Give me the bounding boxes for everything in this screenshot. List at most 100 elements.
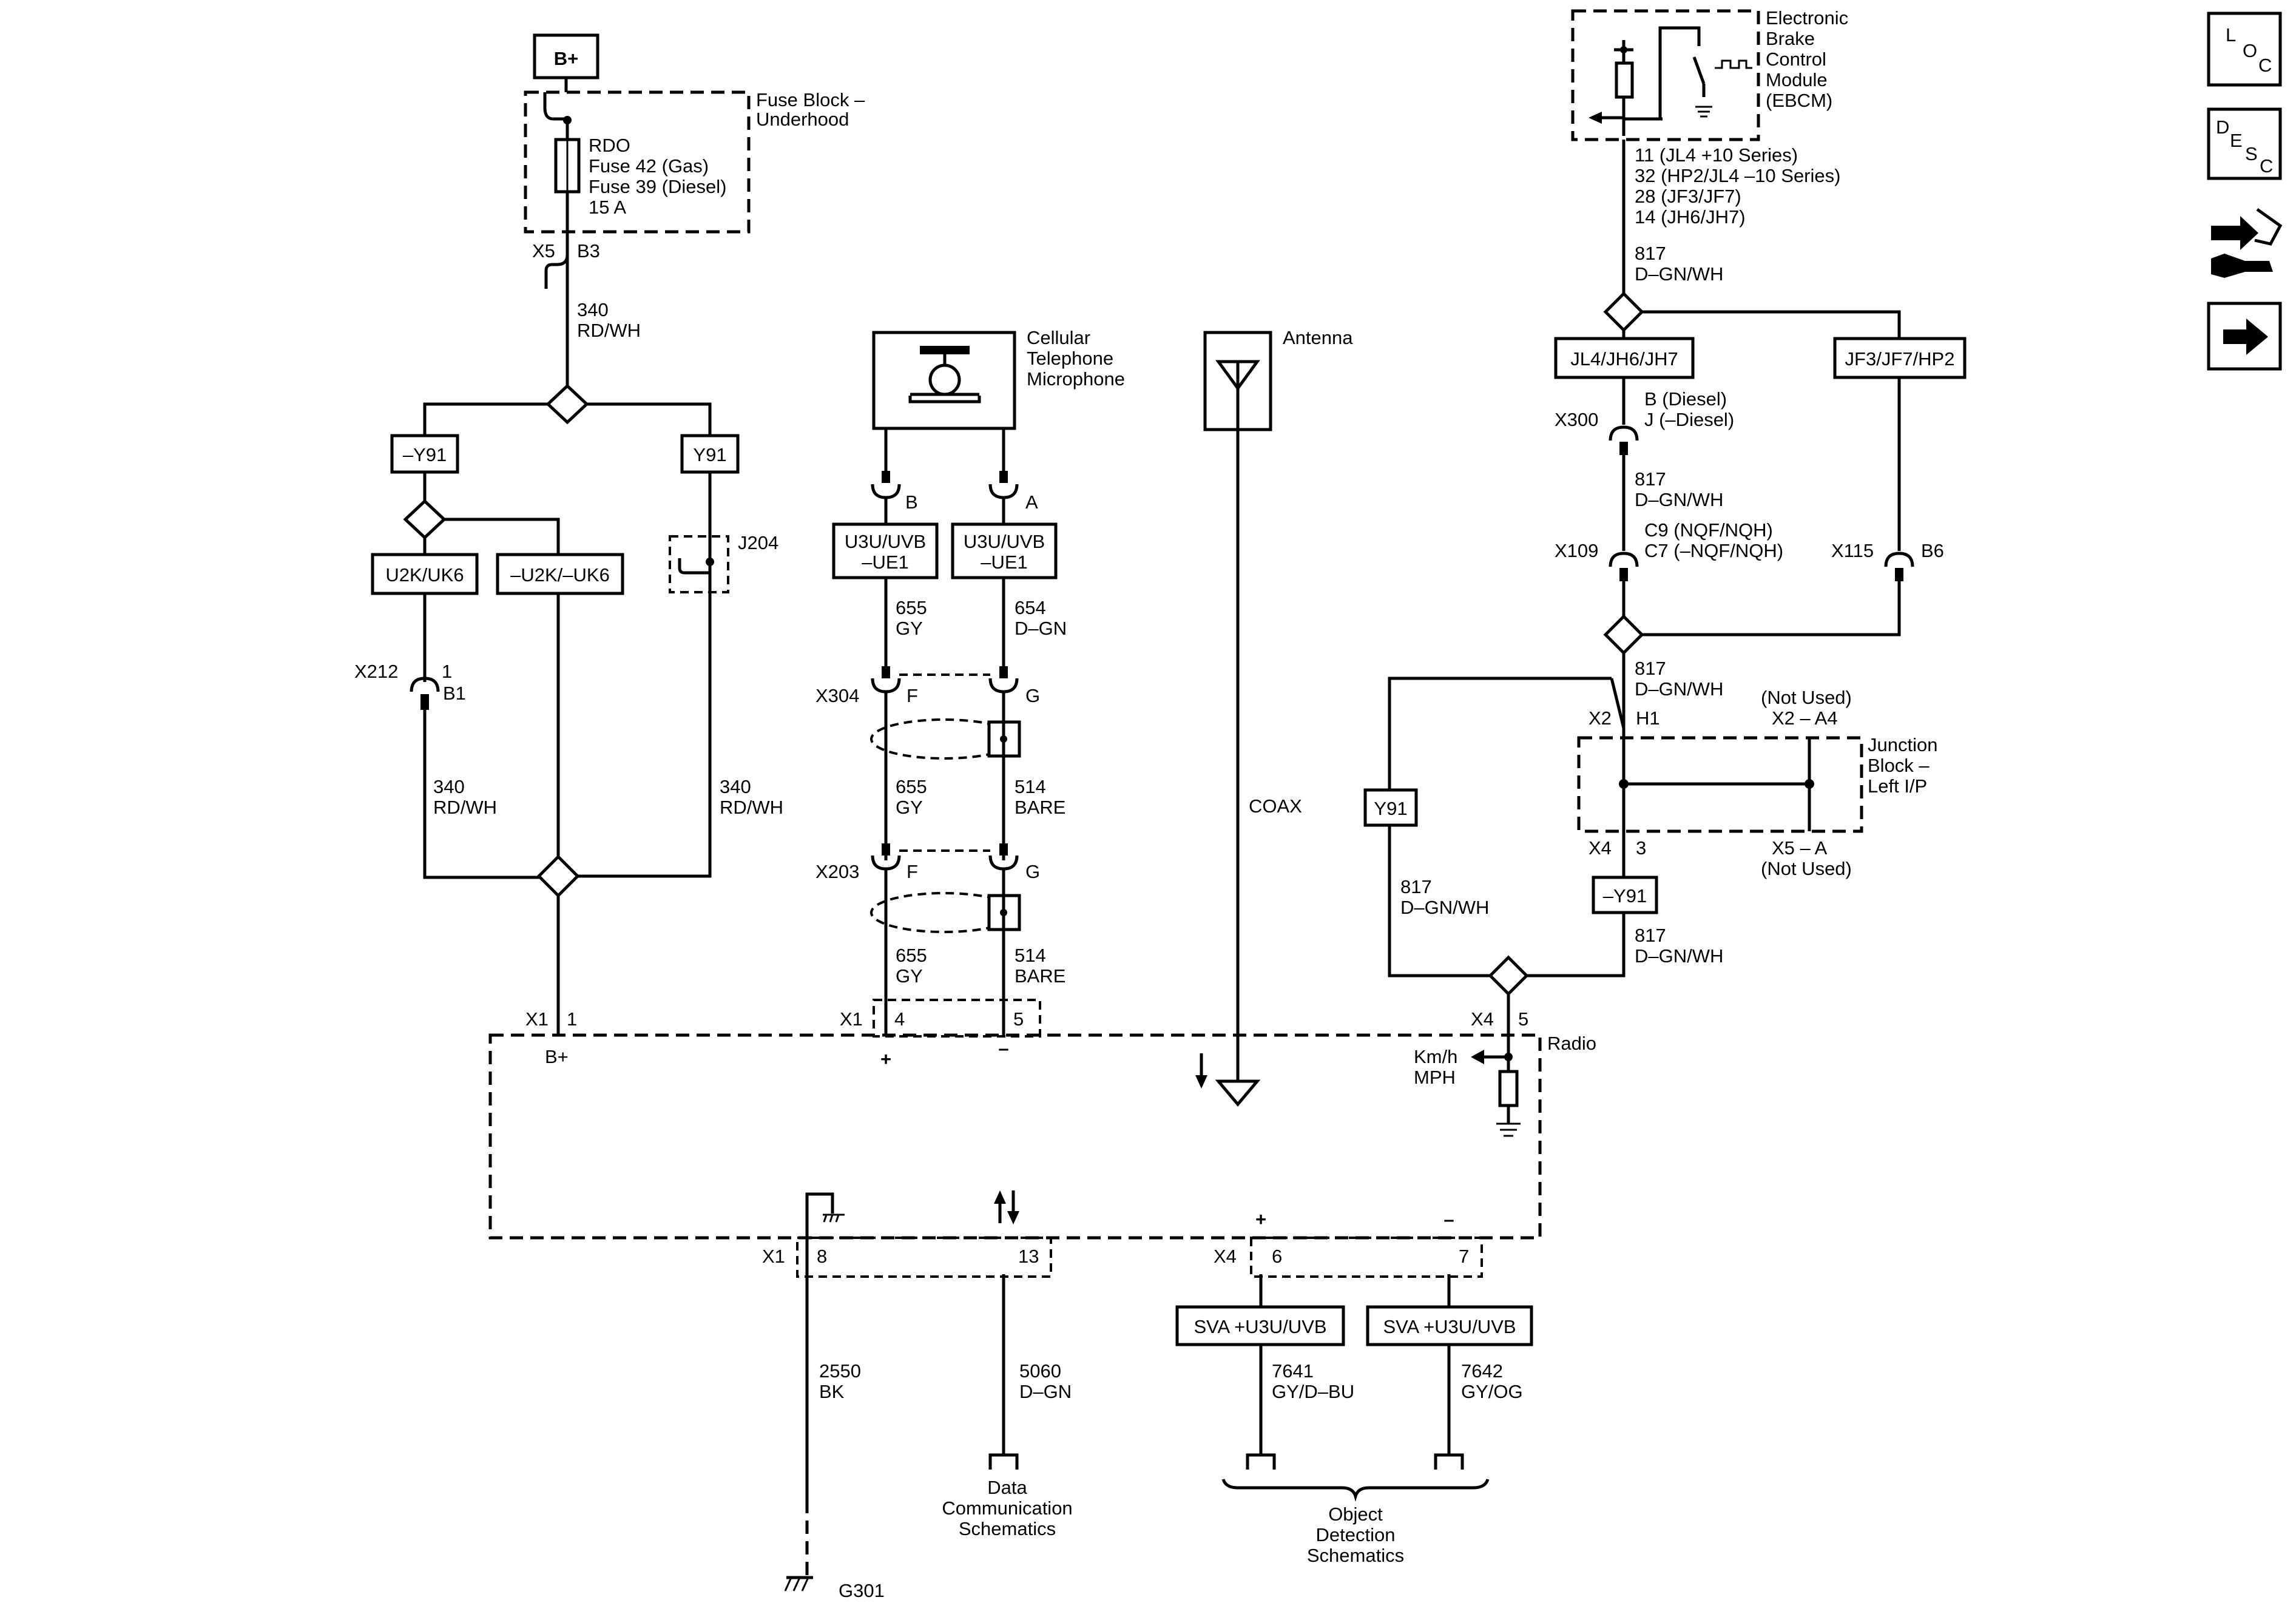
j204-label: J204 <box>738 532 778 553</box>
ebcm-title-5: (EBCM) <box>1766 90 1832 111</box>
radio-plus-2: + <box>1255 1209 1266 1230</box>
option-box-y91 <box>680 434 740 474</box>
ebcm-title-3: Control <box>1766 49 1826 70</box>
connector-tool-icon[interactable] <box>2211 208 2283 278</box>
wire-7642-color: GY/OG <box>1461 1381 1523 1402</box>
radio-x4-bottom-name: X4 <box>1214 1246 1237 1267</box>
wire-514b-color: BARE <box>1015 965 1065 987</box>
option-jb-y91-label: Y91 <box>1374 798 1407 819</box>
ebcm-pin-line-4: 14 (JH6/JH7) <box>1635 206 1746 228</box>
wire-655-color: GY <box>896 618 923 639</box>
wire-655-num: 655 <box>896 597 927 618</box>
data-comm-connector-icon <box>988 1453 1019 1470</box>
x203-pin-f: F <box>907 861 918 882</box>
wire-514-color: BARE <box>1015 797 1065 818</box>
splice-diamond-3 <box>536 854 580 898</box>
splice-diamond-ebcm <box>1603 291 1644 333</box>
ebcm-wire3-color: D–GN/WH <box>1635 678 1723 700</box>
radio-x1-top-name: X1 <box>525 1008 549 1030</box>
jb-x4-pin: 3 <box>1636 837 1646 859</box>
radio-pin-6: 6 <box>1272 1246 1282 1267</box>
jb-title-2: Block – <box>1868 755 1930 776</box>
microphone-title-2: Telephone <box>1027 348 1113 369</box>
wire-7641-color: GY/D–BU <box>1272 1381 1354 1402</box>
jb-title-3: Left I/P <box>1868 775 1927 797</box>
radio-title: Radio <box>1547 1033 1596 1054</box>
option-jb-no-y91-label: –Y91 <box>1603 885 1647 906</box>
u3u-left-line-2: –UE1 <box>862 552 909 573</box>
x304-pin-g: G <box>1025 685 1040 706</box>
x300-pin-line-1: B (Diesel) <box>1644 388 1727 410</box>
x300-name: X300 <box>1555 409 1598 430</box>
radio-pin-13: 13 <box>1018 1246 1039 1267</box>
nav-desc-d: D <box>2216 116 2229 138</box>
junction-block-left-ip <box>1577 736 1863 833</box>
speed-arrow-icon <box>1471 1050 1484 1064</box>
nav-desc-c: C <box>2260 155 2273 177</box>
radio-pin-5: 5 <box>1013 1008 1024 1030</box>
down-arrow-data-icon <box>1007 1211 1019 1224</box>
option-box-jb-no-y91 <box>1592 876 1658 914</box>
nav-loc-c: C <box>2258 55 2272 76</box>
bplus-source: B+ <box>533 33 599 79</box>
wire-2550-color: BK <box>819 1381 845 1402</box>
option-no-y91-label: –Y91 <box>403 444 447 465</box>
option-not-u2k-label: –U2K/–UK6 <box>510 564 610 586</box>
nav-loc-button[interactable]: L O C <box>2207 12 2282 87</box>
jb-wire-right-num: 817 <box>1635 925 1666 946</box>
wire-655b-color: GY <box>896 797 923 818</box>
jb-x5-a: X5 – A <box>1772 837 1828 859</box>
ebcm-pin-line-3: 28 (JF3/JF7) <box>1635 186 1741 207</box>
wire-654-color: D–GN <box>1015 618 1067 639</box>
next-page-button[interactable] <box>2207 302 2282 371</box>
object-det-line-3: Schematics <box>1307 1545 1404 1566</box>
radio-x1-mic-name: X1 <box>840 1008 863 1030</box>
option-box-not-u2k <box>496 553 624 595</box>
x203-pin-g: G <box>1025 861 1040 882</box>
wire-2550-num: 2550 <box>819 1360 861 1382</box>
ebcm-pin-line-1: 11 (JL4 +10 Series) <box>1635 144 1798 166</box>
radio-bplus-label: B+ <box>545 1046 569 1067</box>
wire-340-right-num: 340 <box>720 776 751 797</box>
jb-not-used-bottom: (Not Used) <box>1761 858 1852 879</box>
data-comm-line-2: Communication <box>942 1497 1072 1519</box>
nav-desc-e: E <box>2230 130 2243 151</box>
splice-diamond-jb <box>1488 955 1529 996</box>
wire-340-right-color: RD/WH <box>720 797 783 818</box>
wire-654-num: 654 <box>1015 597 1046 618</box>
speed-label-2: MPH <box>1414 1067 1456 1088</box>
fuse-line-4: 15 A <box>589 197 626 218</box>
wire-340-top-num: 340 <box>577 299 609 320</box>
jb-x4-name: X4 <box>1589 837 1612 859</box>
option-box-u2k <box>371 553 479 595</box>
wire-5060-color: D–GN <box>1019 1381 1072 1402</box>
ebcm-title-4: Module <box>1766 69 1828 90</box>
data-comm-line-3: Schematics <box>959 1518 1056 1539</box>
wire-655b-num: 655 <box>896 776 927 797</box>
radio-x4-bottom-connector <box>1250 1237 1483 1278</box>
ebcm-wire-num: 817 <box>1635 243 1666 264</box>
option-y91-label: Y91 <box>693 444 726 465</box>
jb-x2-pin: H1 <box>1636 707 1660 729</box>
jb-wire-right-color: D–GN/WH <box>1635 945 1723 967</box>
up-arrow-icon <box>994 1190 1006 1204</box>
ebcm-wire2-num: 817 <box>1635 468 1666 490</box>
ebcm-title-1: Electronic <box>1766 7 1848 29</box>
x5-connector-name: X5 <box>532 240 555 262</box>
down-arrow-icon <box>1195 1075 1207 1089</box>
bplus-label: B+ <box>554 48 579 69</box>
option-box-jf3 <box>1833 337 1967 379</box>
mic-pin-a: A <box>1025 491 1038 513</box>
jb-x2-name: X2 <box>1589 707 1612 729</box>
radio-module <box>488 1033 1542 1240</box>
nav-desc-button[interactable]: D E S C <box>2207 107 2282 180</box>
antenna-title: Antenna <box>1283 327 1353 348</box>
option-box-jl4 <box>1554 337 1695 379</box>
ebcm-title-2: Brake <box>1766 28 1815 49</box>
splice-diamond-2 <box>403 499 447 540</box>
ebcm-wire-color: D–GN/WH <box>1635 263 1723 285</box>
x300-pin-line-2: J (–Diesel) <box>1644 409 1734 430</box>
jb-wire-left-color: D–GN/WH <box>1400 897 1489 918</box>
wire-514-num: 514 <box>1015 776 1046 797</box>
